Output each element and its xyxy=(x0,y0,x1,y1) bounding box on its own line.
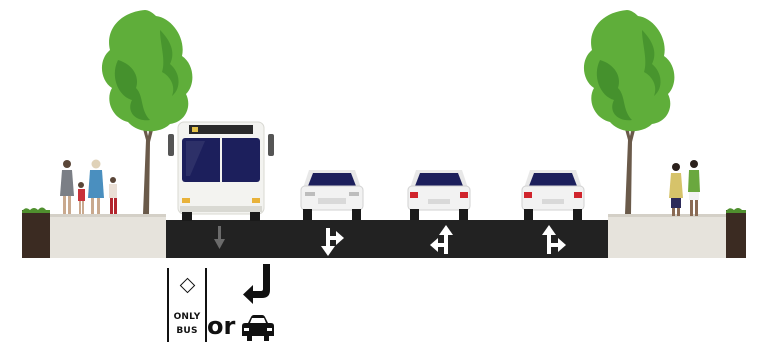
car-wheel xyxy=(410,209,419,220)
bus-lane-caption: ONLY BUS or xyxy=(163,264,293,344)
bus-destination-sign xyxy=(189,125,253,134)
bus-only-sign: ONLY BUS xyxy=(167,268,207,342)
bus-mirror xyxy=(268,134,274,156)
pedestrian-child xyxy=(109,177,117,214)
pedestrian-child xyxy=(78,182,85,214)
right-turn-arrow-icon xyxy=(241,264,275,304)
trunk xyxy=(140,118,156,214)
car xyxy=(408,170,470,220)
pedestrian xyxy=(688,160,700,216)
pedestrians-left xyxy=(60,160,117,215)
car-windshield xyxy=(415,173,463,186)
bus-headlight xyxy=(252,198,260,203)
right-grass xyxy=(726,208,746,213)
car-wheel xyxy=(573,209,582,220)
bus-wheel xyxy=(182,212,192,221)
pedestrian xyxy=(88,160,104,215)
car-wheel xyxy=(352,209,361,220)
car-wheel xyxy=(524,209,533,220)
ground xyxy=(22,208,746,259)
car-windshield xyxy=(308,173,356,186)
diamond-icon xyxy=(180,278,196,294)
left-grass xyxy=(22,208,50,214)
car-icon xyxy=(241,314,275,342)
bus xyxy=(168,122,274,221)
bus-mirror xyxy=(168,134,174,156)
left-soil xyxy=(22,210,50,258)
bus-label: BUS xyxy=(169,326,205,336)
pedestrians-right xyxy=(669,160,700,216)
road-surface xyxy=(166,220,608,258)
car-wheel xyxy=(303,209,312,220)
car-windshield xyxy=(529,173,577,186)
bus-bumper xyxy=(180,206,262,212)
pedestrian xyxy=(669,163,683,216)
right-sidewalk-edge xyxy=(608,214,726,217)
right-sidewalk xyxy=(608,214,726,258)
right-soil xyxy=(726,210,746,258)
trunk xyxy=(622,118,638,214)
pedestrian xyxy=(60,160,74,214)
car xyxy=(301,170,363,220)
bus-headlight xyxy=(182,198,190,203)
left-sidewalk xyxy=(50,214,166,258)
or-label: or xyxy=(207,314,235,338)
only-label: ONLY xyxy=(169,312,205,322)
tree-right xyxy=(584,10,674,214)
car xyxy=(522,170,584,220)
bus-wheel xyxy=(250,212,260,221)
left-sidewalk-edge xyxy=(50,214,166,217)
car-wheel xyxy=(459,209,468,220)
